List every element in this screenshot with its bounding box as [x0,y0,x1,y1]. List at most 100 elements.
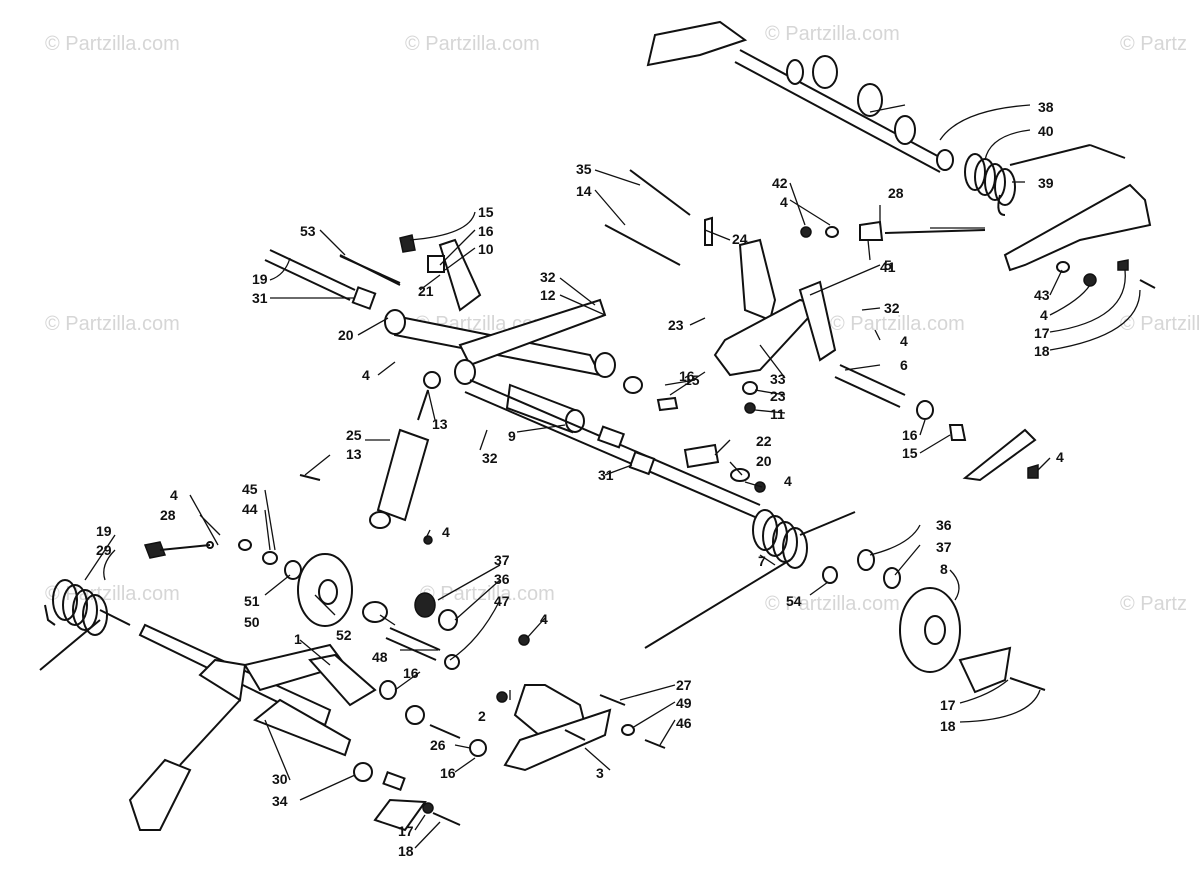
callout-12: 12 [540,287,556,303]
watermark: © Partz [1120,33,1187,55]
watermark: © Partzilla.com [765,593,900,615]
watermark: © Partzilla.com [45,313,180,335]
callout-11: 11 [770,406,785,422]
callout-23a: 23 [668,317,684,333]
callout-20a: 20 [338,327,354,343]
callout-49: 49 [676,695,692,711]
callout-37a: 37 [494,552,510,568]
callout-32c: 32 [482,450,498,466]
callout-9: 9 [508,428,516,444]
callout-22: 22 [756,433,772,449]
callout-6: 6 [900,357,908,373]
callout-31a: 31 [252,290,268,306]
callout-4e: 4 [1056,449,1064,465]
callout-28a: 28 [888,185,904,201]
callout-14: 14 [576,183,592,199]
callout-5: 5 [884,257,892,273]
callout-18b: 18 [398,843,414,859]
callout-36b: 36 [936,517,952,533]
callout-7: 7 [758,553,766,569]
callout-4f: 4 [784,473,792,489]
callout-3: 3 [596,765,604,781]
callout-50: 50 [244,614,260,630]
callout-26: 26 [430,737,446,753]
callout-16e: 16 [440,765,456,781]
callout-18c: 18 [940,718,956,734]
callout-15c: 15 [902,445,918,461]
callout-32b: 32 [884,300,900,316]
callout-16a: 16 [478,223,494,239]
callout-44: 44 [242,501,258,517]
callout-numbers: 38 40 39 35 14 42 4 28 24 41 43 4 17 18 … [96,99,1064,859]
callout-48: 48 [372,649,388,665]
callout-39: 39 [1038,175,1054,191]
callout-19a: 19 [252,271,268,287]
callout-51: 51 [244,593,260,609]
callout-4a: 4 [780,194,788,210]
callout-18a: 18 [1034,343,1050,359]
watermark: © Partzilla.com [420,583,555,605]
callout-31b: 31 [598,467,614,483]
callout-20b: 20 [756,453,772,469]
rear-arm-assembly [39,539,666,832]
callout-54: 54 [786,593,802,609]
watermark: © Partzilla.com [45,33,180,55]
callout-15b: 15 [684,372,700,388]
callout-17a: 17 [1034,325,1050,341]
watermark: © Partz [1120,593,1187,615]
watermarks: © Partzilla.com © Partzilla.com © Partzi… [45,23,1200,615]
callout-42: 42 [772,175,788,191]
callout-4g: 4 [442,524,450,540]
callout-4c: 4 [900,333,908,349]
shock-absorber [299,371,441,545]
callout-47: 47 [494,593,510,609]
callout-16d: 16 [403,665,419,681]
callout-38: 38 [1038,99,1054,115]
callout-24: 24 [732,231,748,247]
callout-29: 29 [96,542,112,558]
callout-21: 21 [418,283,434,299]
callout-52: 52 [336,627,352,643]
front-arm-assembly [264,169,1156,518]
callout-19b: 19 [96,523,112,539]
callout-8: 8 [940,561,948,577]
callout-46: 46 [676,715,692,731]
callout-4h: 4 [170,487,178,503]
callout-43: 43 [1034,287,1050,303]
callout-33: 33 [770,371,786,387]
watermark: © Partzilla.com [405,33,540,55]
callout-16c: 16 [902,427,918,443]
callout-16b: 16 [679,368,695,384]
callout-35: 35 [576,161,592,177]
callout-41: 41 [880,259,896,275]
callout-40: 40 [1038,123,1054,139]
callout-37b: 37 [936,539,952,555]
callout-30: 30 [272,771,288,787]
callout-12-top: 32 [540,269,556,285]
callout-4b: 4 [1040,307,1048,323]
callout-17c: 17 [940,697,956,713]
callout-53: 53 [300,223,316,239]
callout-1: 1 [294,631,302,647]
callout-27: 27 [676,677,692,693]
callout-13b: 13 [346,446,362,462]
callout-25: 25 [346,427,362,443]
watermark: © Partzilla [1120,313,1200,335]
watermark: © Partzilla.com [45,583,180,605]
rear-shaft-assembly [646,20,1152,272]
callout-10: 10 [478,241,494,257]
watermark: © Partzilla.com [830,313,965,335]
callout-15a: 15 [478,204,494,220]
callout-23b: 23 [770,388,786,404]
leader-lines [84,104,1141,849]
callout-34: 34 [272,793,288,809]
callout-2: 2 [478,708,486,724]
callout-4i: 4 [540,611,548,627]
callout-45: 45 [242,481,258,497]
callout-4d: 4 [362,367,370,383]
callout-17b: 17 [398,823,414,839]
right-spring-wheel [644,509,1046,694]
callout-28b: 28 [160,507,176,523]
watermark: © Partzilla.com [765,23,900,45]
